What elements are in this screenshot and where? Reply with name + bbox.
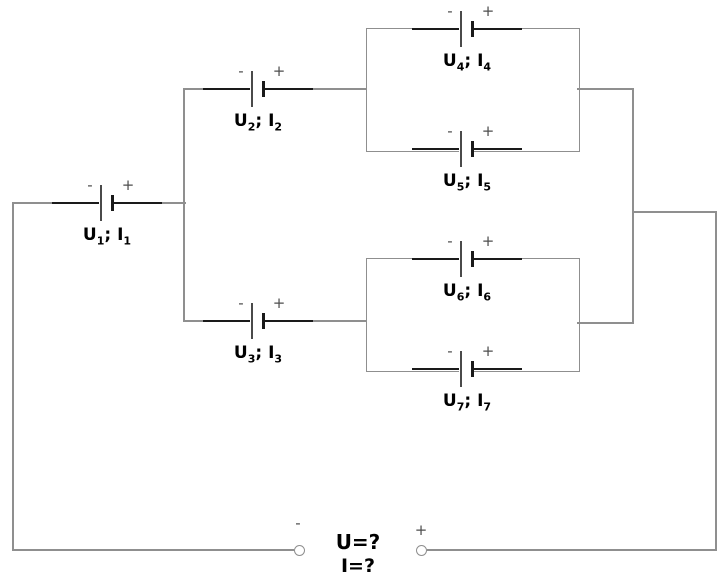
battery-gap <box>459 357 473 381</box>
wire-left-junction-vertical <box>183 88 185 322</box>
battery-long-plate-icon <box>460 11 462 47</box>
battery-short-plate-icon <box>262 81 265 97</box>
battery-lead <box>474 368 522 370</box>
wire-bottom-right <box>427 549 717 551</box>
battery-lead <box>265 320 313 322</box>
battery-gap <box>459 247 473 271</box>
plus-polarity-label: + <box>121 176 135 194</box>
plus-polarity-label: + <box>481 122 495 140</box>
wire-left-vertical <box>12 202 14 551</box>
battery-short-plate-icon <box>471 21 474 37</box>
battery-short-plate-icon <box>471 361 474 377</box>
battery-label-u1: U1; I1 <box>82 225 132 248</box>
battery-lead <box>265 88 313 90</box>
battery-u4: - + U4; I4 <box>405 1 529 77</box>
minus-polarity-label: - <box>238 294 244 312</box>
battery-lead <box>203 320 251 322</box>
battery-gap <box>250 77 264 101</box>
minus-polarity-label: - <box>447 342 453 360</box>
battery-u6: - + U6; I6 <box>405 231 529 307</box>
total-current-question: I=? <box>340 555 375 577</box>
plus-polarity-label: + <box>481 2 495 20</box>
battery-lead <box>412 148 460 150</box>
minus-polarity-label: - <box>447 2 453 20</box>
battery-lead <box>474 28 522 30</box>
battery-gap <box>250 309 264 333</box>
battery-u3: - + U3; I3 <box>196 293 320 369</box>
wire-right-vertical <box>715 211 717 551</box>
battery-lead <box>412 28 460 30</box>
plus-polarity-label: + <box>481 232 495 250</box>
minus-polarity-label: - <box>87 176 93 194</box>
battery-long-plate-icon <box>460 131 462 167</box>
wire-lower-group-output <box>577 322 634 324</box>
wire-upper-group-output <box>577 88 634 90</box>
battery-lead <box>114 202 162 204</box>
battery-short-plate-icon <box>111 195 114 211</box>
terminal-minus-sign: - <box>295 514 301 532</box>
battery-u5: - + U5; I5 <box>405 121 529 197</box>
battery-lead <box>412 368 460 370</box>
battery-label-u6: U6; I6 <box>442 281 492 304</box>
total-voltage-question: U=? <box>335 530 381 554</box>
terminal-plus-sign: + <box>414 521 428 539</box>
battery-label-u3: U3; I3 <box>233 343 283 366</box>
wire-mid-horizontal <box>632 211 717 213</box>
minus-polarity-label: - <box>238 62 244 80</box>
battery-short-plate-icon <box>471 251 474 267</box>
battery-gap <box>459 137 473 161</box>
battery-label-u5: U5; I5 <box>442 171 492 194</box>
battery-long-plate-icon <box>460 241 462 277</box>
plus-polarity-label: + <box>481 342 495 360</box>
battery-gap <box>459 17 473 41</box>
battery-lead <box>52 202 100 204</box>
battery-lead <box>474 258 522 260</box>
battery-long-plate-icon <box>460 351 462 387</box>
battery-lead <box>474 148 522 150</box>
terminal-plus-icon <box>416 545 427 556</box>
battery-u2: - + U2; I2 <box>196 61 320 137</box>
battery-long-plate-icon <box>100 185 102 221</box>
battery-u1: - + U1; I1 <box>45 175 169 251</box>
battery-label-u4: U4; I4 <box>442 51 492 74</box>
battery-label-u2: U2; I2 <box>233 111 283 134</box>
battery-lead <box>203 88 251 90</box>
plus-polarity-label: + <box>272 294 286 312</box>
battery-label-u7: U7; I7 <box>442 391 492 414</box>
battery-gap <box>99 191 113 215</box>
minus-polarity-label: - <box>447 122 453 140</box>
wire-mid-vertical <box>632 88 634 324</box>
wire-bottom-left <box>12 549 294 551</box>
battery-lead <box>412 258 460 260</box>
battery-u7: - + U7; I7 <box>405 341 529 417</box>
terminal-minus-icon <box>294 545 305 556</box>
battery-long-plate-icon <box>251 71 253 107</box>
battery-short-plate-icon <box>471 141 474 157</box>
minus-polarity-label: - <box>447 232 453 250</box>
battery-long-plate-icon <box>251 303 253 339</box>
battery-short-plate-icon <box>262 313 265 329</box>
plus-polarity-label: + <box>272 62 286 80</box>
